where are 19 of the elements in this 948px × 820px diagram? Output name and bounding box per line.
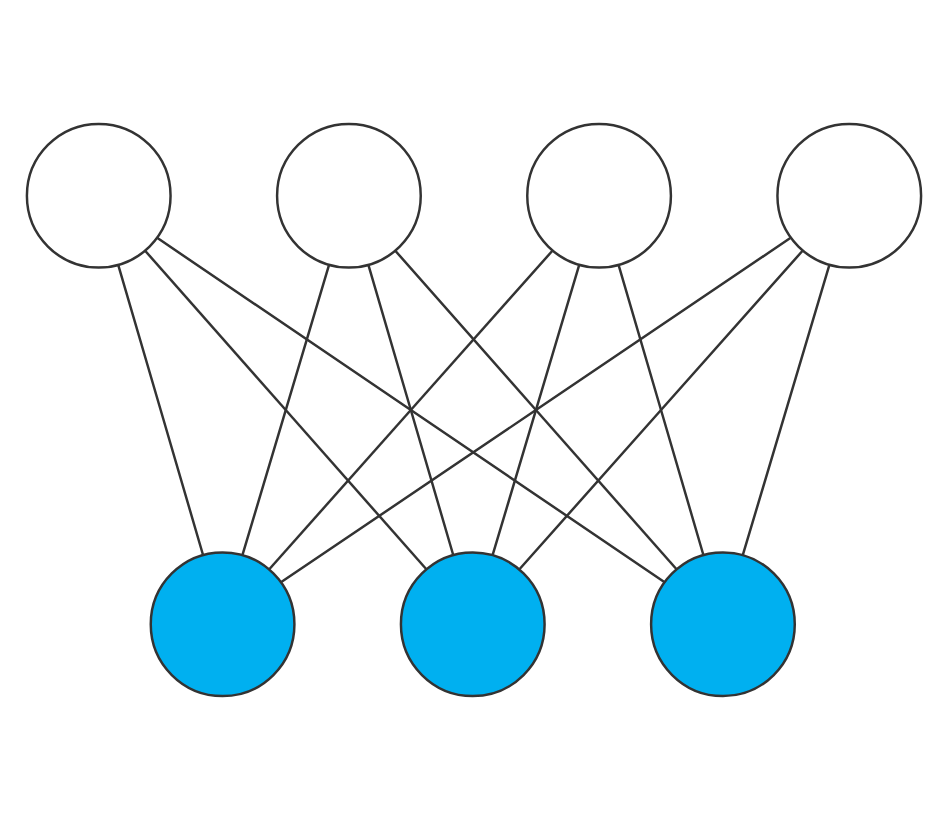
node-circle — [526, 122, 673, 269]
connector — [280, 237, 791, 584]
node-circle — [649, 551, 796, 698]
connector — [491, 265, 581, 556]
connector — [117, 265, 205, 556]
connector — [241, 265, 331, 556]
node-circle — [776, 122, 923, 269]
connector — [144, 250, 428, 570]
connector — [367, 265, 455, 556]
node-circle — [275, 122, 422, 269]
connector — [268, 250, 554, 570]
node-circle — [25, 122, 172, 269]
node-circle — [149, 551, 296, 698]
connector — [617, 265, 705, 556]
connector — [518, 250, 804, 570]
connector — [741, 265, 831, 556]
connector — [156, 237, 665, 583]
node-circle — [399, 551, 546, 698]
connector — [394, 250, 678, 570]
